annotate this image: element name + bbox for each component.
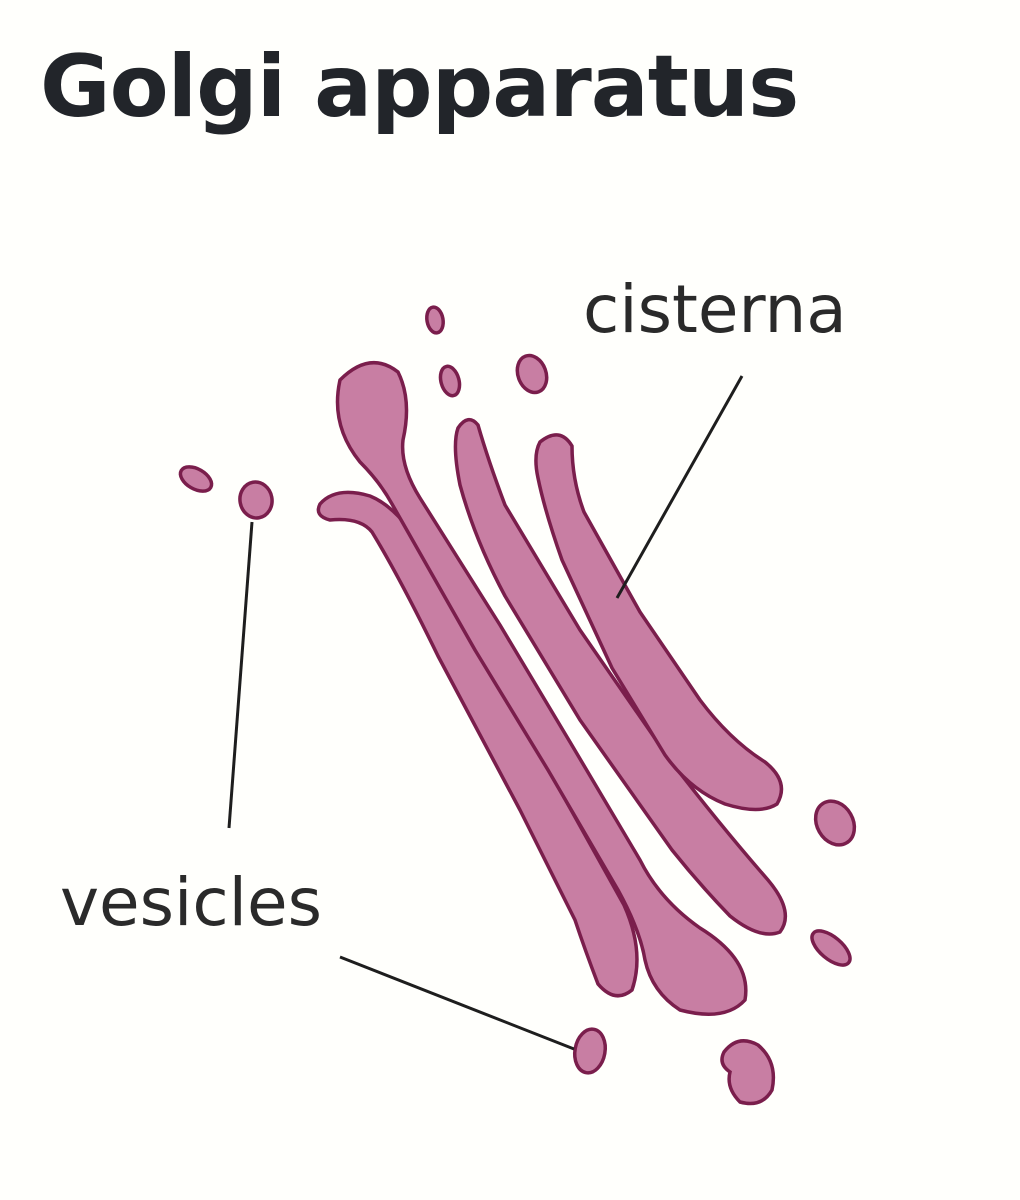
- vesicles-leader-line-lower: [339, 955, 575, 1051]
- cisterna-3: [453, 418, 788, 936]
- golgi-body: [316, 360, 788, 1016]
- vesicles-leader-line-upper: [227, 521, 254, 829]
- cisterna-4: [534, 433, 784, 812]
- vesicle: [438, 364, 462, 398]
- vesicle-group: [178, 305, 857, 1106]
- leader-lines: [227, 375, 744, 1051]
- vesicle: [178, 465, 214, 493]
- cisterna-leader-line: [615, 375, 744, 599]
- vesicles-label: vesicles: [60, 864, 323, 941]
- diagram-title: Golgi apparatus: [40, 37, 799, 137]
- vesicle: [810, 929, 852, 967]
- vesicle: [425, 305, 445, 335]
- cisterna-2: [335, 360, 748, 1016]
- vesicle: [720, 1039, 776, 1106]
- vesicle: [238, 480, 274, 520]
- vesicle: [813, 799, 857, 847]
- vesicle: [515, 353, 549, 395]
- vesicle: [572, 1027, 608, 1075]
- cisterna-label: cisterna: [583, 271, 847, 348]
